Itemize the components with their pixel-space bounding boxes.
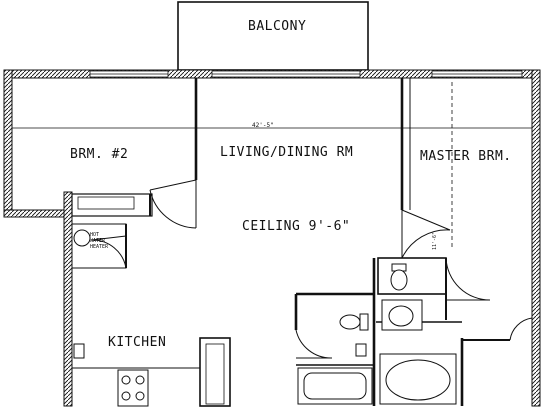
hot-water-heater-label-2: WATER bbox=[90, 238, 106, 244]
sink-icon bbox=[381, 299, 423, 331]
bedroom2-label: BRM. #2 bbox=[70, 147, 128, 162]
stove-icon bbox=[117, 369, 149, 407]
appliance-box bbox=[355, 343, 367, 357]
toilet-icon bbox=[339, 313, 369, 331]
kitchen-label: KITCHEN bbox=[108, 335, 166, 350]
interior-walls bbox=[12, 78, 532, 407]
door-swings bbox=[91, 179, 533, 359]
master-bedroom-label: MASTER BRM. bbox=[420, 149, 512, 164]
bathtub-icon bbox=[297, 367, 373, 405]
hot-water-heater-label-3: HEATER bbox=[90, 244, 109, 250]
bathtub-icon bbox=[379, 353, 457, 405]
hot-water-heater-label-1: HOT bbox=[90, 232, 99, 238]
ceiling-note: CEILING 9'-6" bbox=[242, 219, 350, 234]
side-dimension-label: 11'-6" bbox=[432, 232, 438, 250]
water-heater-icon bbox=[73, 229, 91, 247]
appliance-box bbox=[73, 343, 85, 359]
dimension-label: 42'-5" bbox=[252, 122, 274, 129]
balcony: BALCONY bbox=[177, 1, 369, 71]
fixtures bbox=[73, 229, 457, 407]
windows bbox=[89, 70, 523, 78]
toilet-icon bbox=[390, 263, 408, 291]
living-dining-label: LIVING/DINING RM bbox=[220, 145, 353, 160]
balcony-label: BALCONY bbox=[248, 19, 306, 34]
